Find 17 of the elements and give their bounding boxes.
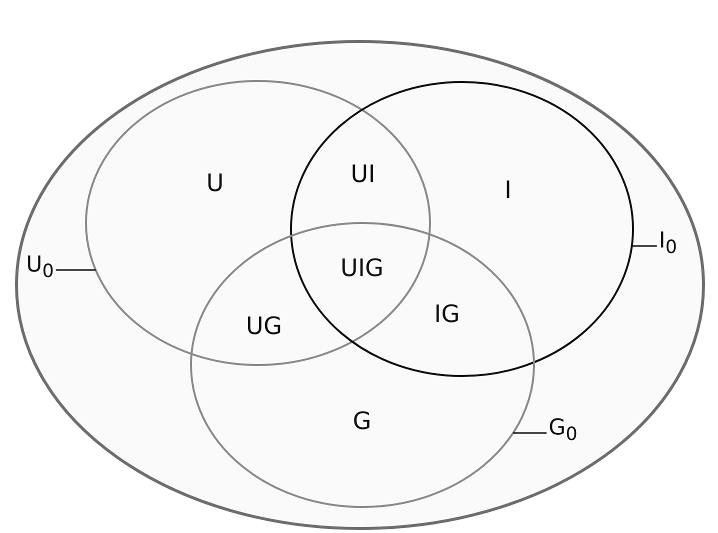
universe-ellipse [15, 40, 705, 530]
leader-line [56, 269, 96, 271]
region-label: G [352, 409, 372, 433]
region-label: U [206, 171, 224, 195]
region-label: I [504, 178, 512, 202]
region-label: IG [434, 302, 460, 326]
set-label: I$_{0}$ [658, 230, 678, 258]
set-circle [85, 80, 431, 366]
region-label: UIG [340, 256, 384, 280]
set-circle [290, 81, 634, 377]
region-label: UI [350, 162, 376, 186]
leader-line [513, 432, 547, 434]
set-circle [190, 222, 535, 508]
region-label: UG [246, 314, 282, 338]
leader-line [632, 245, 657, 247]
set-label: G$_{0}$ [548, 418, 578, 444]
set-label: U$_{0}$ [26, 254, 54, 282]
